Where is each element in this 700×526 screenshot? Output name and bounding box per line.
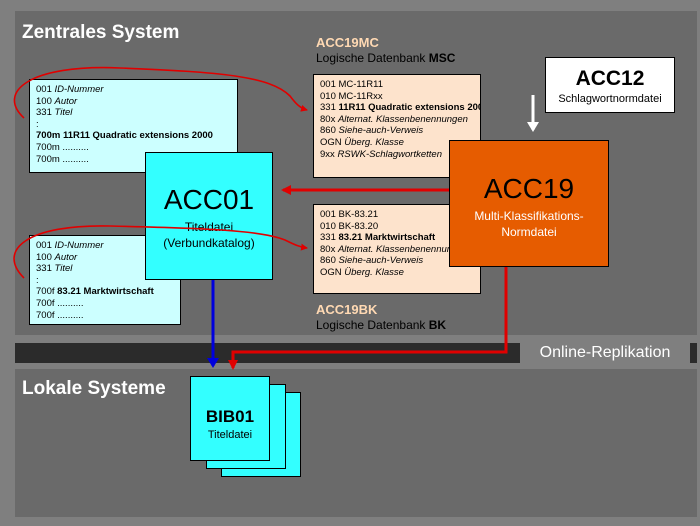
central-system-title: Zentrales System bbox=[22, 22, 180, 43]
acc19mc-title: ACC19MC bbox=[316, 35, 379, 50]
acc19mc-subtitle: Logische Datenbank MSC bbox=[316, 51, 456, 65]
acc01-name: ACC01 bbox=[163, 184, 255, 215]
acc19-desc-1: Multi-Klassifikations- bbox=[474, 209, 584, 223]
acc19-name: ACC19 bbox=[483, 173, 575, 204]
bib01-name: BIB01 bbox=[205, 407, 255, 426]
bib01-box: BIB01 Titeldatei bbox=[190, 376, 270, 461]
acc12-box: ACC12 Schlagwortnormdatei bbox=[545, 57, 675, 113]
title-record-msc-example: 001 ID-Nummer 100 Autor 331 Titel : 700m… bbox=[29, 79, 238, 173]
acc19-desc-2: Normdatei bbox=[501, 225, 557, 239]
acc19-box: ACC19 Multi-Klassifikations- Normdatei bbox=[449, 140, 609, 267]
acc19bk-title: ACC19BK bbox=[316, 302, 378, 317]
acc12-name: ACC12 bbox=[575, 67, 645, 90]
acc12-desc: Schlagwortnormdatei bbox=[558, 93, 662, 105]
curve-bk-link bbox=[13, 225, 308, 279]
acc19bk-subtitle: Logische Datenbank BK bbox=[316, 318, 447, 332]
acc01-desc-2: (Verbundkatalog) bbox=[163, 236, 255, 250]
bib01-desc: Titeldatei bbox=[207, 429, 253, 441]
local-systems-title: Lokale Systeme bbox=[22, 378, 166, 399]
replication-label: Online-Replikation bbox=[520, 343, 690, 363]
acc01-box: ACC01 Titeldatei (Verbundkatalog) bbox=[145, 152, 273, 280]
local-systems-panel bbox=[15, 369, 697, 517]
curve-msc-link bbox=[13, 66, 308, 119]
acc19-replication-arrow bbox=[228, 267, 508, 370]
